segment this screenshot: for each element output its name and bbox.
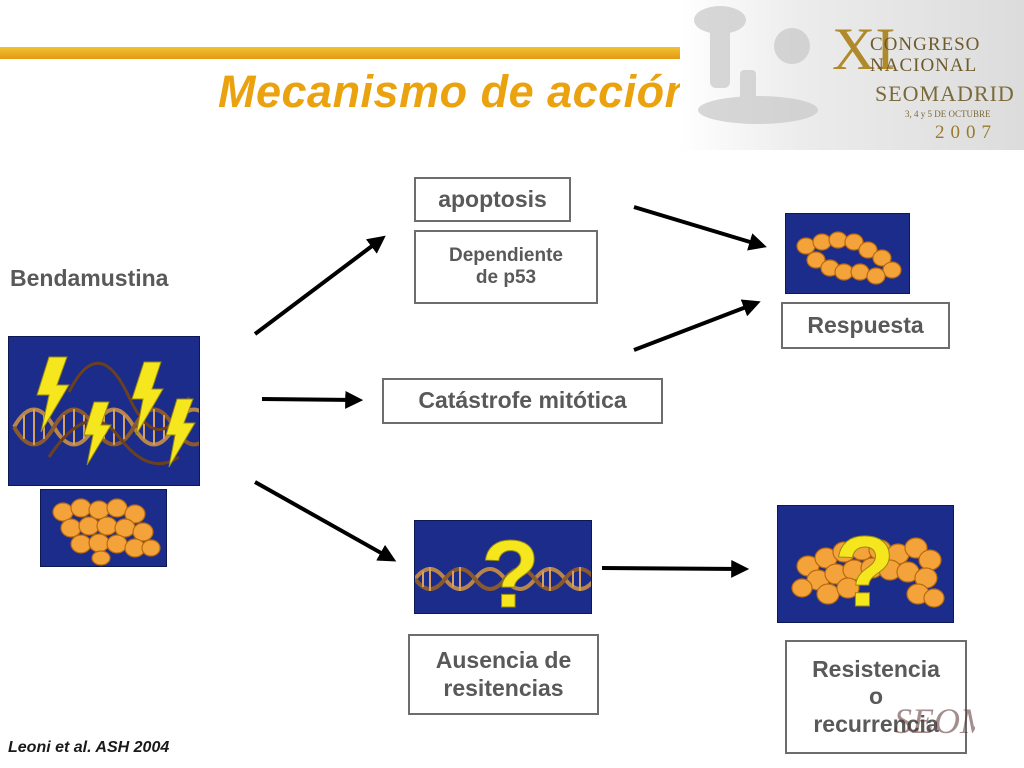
mitotic-catastrophe-box: Catástrofe mitótica — [382, 378, 663, 424]
slide-title: Mecanismo de acción — [218, 66, 693, 117]
unknown-dna-panel: ? — [414, 520, 592, 614]
tumor-cells-panel — [40, 489, 167, 567]
resistance-or-recurrence-box: Resistencia o recurrencia — [785, 640, 967, 754]
question-mark-icon: ? — [481, 521, 540, 613]
unknown-cells-panel: ? — [777, 505, 954, 623]
logo-seomadrid: SEOMADRID — [875, 81, 1015, 106]
response-box: Respuesta — [781, 302, 950, 349]
absence-of-resistance-box: Ausencia de resitencias — [408, 634, 599, 715]
arrow-mitotic-to-response — [633, 299, 761, 352]
cells-question-illustration: ? — [791, 516, 945, 622]
seom-watermark-text: SEOM — [894, 701, 975, 741]
drug-label: Bendamustina — [10, 265, 169, 291]
dna-question-illustration: ? — [415, 521, 591, 613]
apoptosis-box: apoptosis — [414, 177, 571, 222]
header-rule — [0, 47, 815, 59]
arrow-to-resistance — [601, 559, 750, 578]
logo-roman-numeral: XI — [832, 16, 895, 82]
congress-logo: XI CONGRESO NACIONAL SEOMADRID 3, 4 y 5 … — [680, 0, 1024, 150]
p53-dependent-box: Dependiente de p53 — [414, 230, 598, 304]
arrow-apoptosis-to-response — [633, 205, 767, 251]
logo-nacional: NACIONAL — [870, 55, 977, 76]
lightning-icon — [36, 356, 196, 468]
citation: Leoni et al. ASH 2004 — [8, 739, 170, 756]
question-mark-icon: ? — [834, 516, 895, 622]
cell-ring-illustration — [796, 231, 902, 285]
dna-damage-panel — [8, 336, 200, 486]
arrow-to-apoptosis — [253, 235, 386, 336]
logo-congreso: CONGRESO — [870, 34, 980, 55]
microscope-icon — [694, 6, 818, 124]
cell-cluster-illustration — [52, 498, 161, 566]
arrow-to-absence — [254, 480, 397, 562]
arrow-to-mitotic-catastrophe — [261, 390, 364, 409]
logo-year: 2007 — [935, 122, 997, 143]
response-cells-panel — [785, 213, 910, 294]
dna-lightning-illustration — [12, 356, 199, 468]
seom-watermark: SEOM — [890, 695, 992, 745]
logo-dates: 3, 4 y 5 DE OCTUBRE — [905, 109, 991, 119]
